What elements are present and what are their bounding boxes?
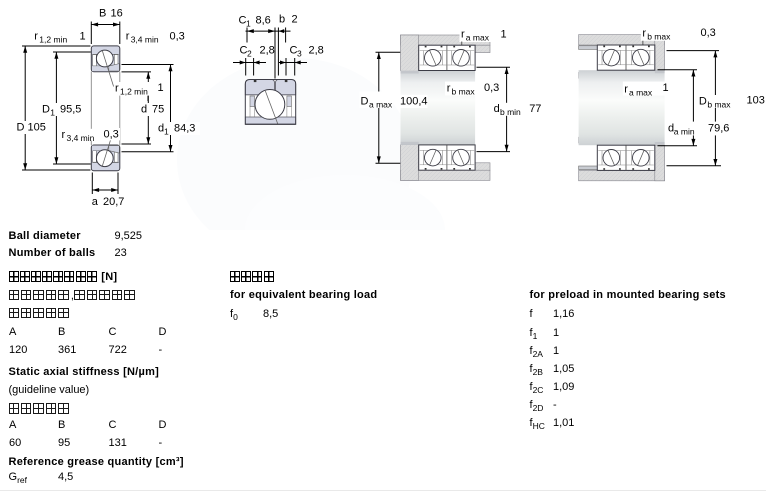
svg-text:B: B: [99, 7, 106, 19]
svg-text:16: 16: [111, 7, 123, 19]
svg-text:1: 1: [663, 82, 669, 94]
svg-text:d: d: [158, 122, 164, 134]
svg-text:r: r: [624, 84, 628, 96]
svg-text:0,3: 0,3: [701, 27, 716, 39]
svg-text:3: 3: [297, 48, 302, 58]
svg-text:0,3: 0,3: [170, 30, 185, 42]
svg-text:1,2 min: 1,2 min: [39, 35, 67, 45]
svg-text:79,6: 79,6: [708, 123, 729, 135]
svg-text:r: r: [34, 30, 38, 42]
svg-text:95,5: 95,5: [60, 103, 81, 115]
svg-text:1,2 min: 1,2 min: [120, 86, 148, 96]
svg-text:84,3: 84,3: [174, 122, 195, 134]
svg-text:a max: a max: [369, 99, 393, 109]
svg-text:2: 2: [247, 48, 252, 58]
svg-text:a max: a max: [629, 88, 653, 98]
svg-text:r: r: [126, 30, 130, 42]
svg-text:1: 1: [164, 126, 169, 136]
svg-text:0,3: 0,3: [104, 128, 119, 140]
svg-text:r: r: [642, 28, 646, 40]
svg-text:103: 103: [747, 95, 765, 107]
svg-text:b min: b min: [500, 107, 521, 117]
svg-text:8,6: 8,6: [256, 15, 271, 27]
svg-text:77: 77: [529, 103, 541, 115]
svg-text:1: 1: [80, 30, 86, 42]
svg-text:a: a: [92, 196, 99, 208]
svg-text:1: 1: [50, 107, 55, 117]
svg-text:2: 2: [292, 13, 298, 25]
svg-text:100,4: 100,4: [400, 95, 428, 107]
svg-text:C: C: [240, 44, 248, 56]
svg-text:20,7: 20,7: [103, 196, 124, 208]
svg-text:D: D: [361, 95, 369, 107]
svg-text:r: r: [62, 129, 66, 141]
svg-text:r: r: [461, 29, 465, 41]
svg-text:75: 75: [152, 103, 164, 115]
svg-text:2,8: 2,8: [260, 44, 275, 56]
svg-text:3,4 min: 3,4 min: [67, 133, 95, 143]
svg-text:C: C: [290, 44, 298, 56]
svg-text:D: D: [17, 121, 25, 133]
svg-text:1: 1: [158, 82, 164, 94]
svg-text:d: d: [668, 123, 674, 135]
svg-text:b max: b max: [707, 99, 731, 109]
svg-text:D: D: [699, 95, 707, 107]
svg-text:d: d: [494, 103, 500, 115]
svg-text:r: r: [447, 83, 451, 95]
svg-text:D: D: [42, 103, 50, 115]
svg-text:a min: a min: [674, 127, 695, 137]
svg-text:C: C: [239, 15, 247, 27]
svg-text:b: b: [279, 13, 285, 25]
svg-text:1: 1: [246, 19, 251, 29]
svg-text:105: 105: [28, 121, 46, 133]
svg-text:0,3: 0,3: [484, 82, 499, 94]
svg-text:d: d: [141, 103, 147, 115]
svg-text:a max: a max: [466, 33, 490, 43]
svg-text:2,8: 2,8: [309, 44, 324, 56]
svg-text:b max: b max: [647, 32, 671, 42]
svg-text:3,4 min: 3,4 min: [131, 35, 159, 45]
svg-text:b max: b max: [452, 87, 476, 97]
svg-text:r: r: [115, 82, 119, 94]
svg-text:1: 1: [501, 28, 507, 40]
